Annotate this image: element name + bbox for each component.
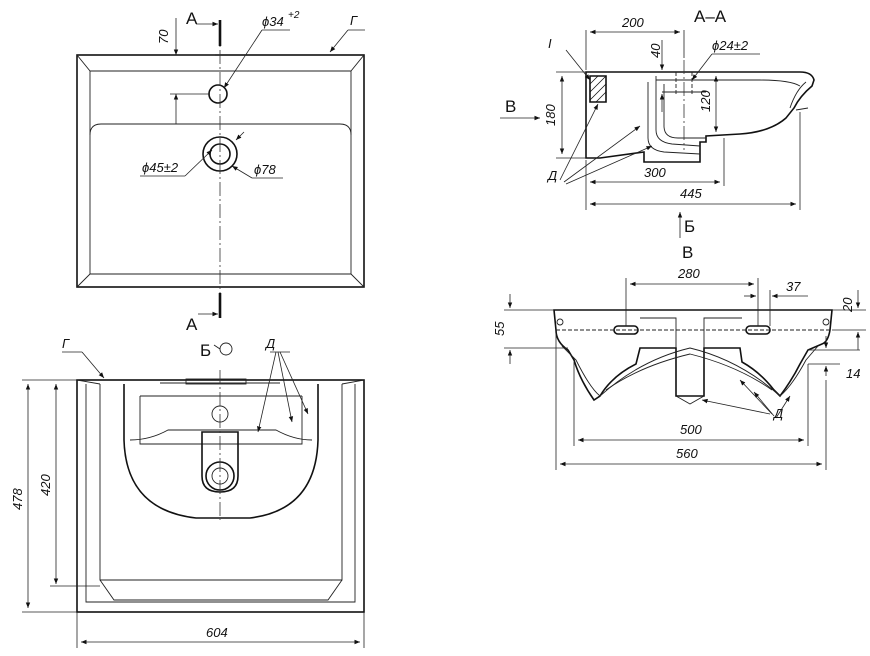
top-view-bowl-edge	[89, 123, 352, 136]
view-v-title: В	[682, 243, 693, 262]
dim-500: 500	[680, 422, 702, 437]
view-v: В 280 37 20 55	[492, 243, 866, 470]
underside-inner-wall	[99, 384, 343, 581]
section-aa: А–А 200 40 ϕ24±2 I	[500, 7, 815, 238]
dim-14: 14	[846, 366, 860, 381]
dim-200: 200	[621, 15, 644, 30]
underside-view: Б Г Д 478	[10, 336, 365, 648]
top-view: А А 70 ϕ34 +2 Г ϕ45±2 ϕ78	[76, 9, 365, 334]
label-g-front: Г	[62, 336, 70, 351]
dim-d45: ϕ45±2	[142, 160, 179, 175]
dim-70: 70	[156, 29, 171, 44]
dim-445: 445	[680, 186, 702, 201]
label-d-front: Д	[264, 336, 275, 351]
rotation-symbol	[219, 342, 233, 356]
dim-d24: ϕ24±2	[712, 38, 749, 53]
section-mark-top: А	[186, 9, 198, 28]
dim-560: 560	[676, 446, 698, 461]
dim-d78: ϕ78	[254, 162, 276, 177]
arrow-b-label: Б	[684, 217, 695, 236]
dim-180: 180	[543, 104, 558, 126]
label-g-top: Г	[350, 13, 358, 28]
dim-40: 40	[648, 43, 663, 58]
bowl-underside	[123, 384, 319, 519]
dim-d34: ϕ34	[262, 14, 284, 29]
section-profile	[585, 71, 815, 163]
label-v-section: В	[505, 97, 516, 116]
top-view-inner-rim	[89, 70, 352, 275]
dim-604: 604	[206, 625, 228, 640]
view-v-outline	[553, 309, 833, 402]
section-aa-title: А–А	[694, 7, 727, 26]
section-mark-bottom: А	[186, 315, 198, 334]
underside-outline	[76, 379, 365, 613]
top-view-outer-rim	[76, 54, 365, 288]
label-d-view-v: Д	[772, 406, 783, 421]
label-i: I	[548, 36, 552, 51]
dim-280: 280	[677, 266, 700, 281]
dim-120: 120	[698, 90, 713, 112]
dim-478: 478	[10, 488, 25, 510]
label-d-section: Д	[546, 168, 557, 183]
dim-55: 55	[492, 321, 507, 336]
dim-300: 300	[644, 165, 666, 180]
dim-37: 37	[786, 279, 801, 294]
dim-20: 20	[840, 297, 855, 313]
dim-d34-tolerance: +2	[288, 10, 300, 21]
view-b-label: Б	[200, 341, 211, 360]
dim-420: 420	[38, 474, 53, 496]
